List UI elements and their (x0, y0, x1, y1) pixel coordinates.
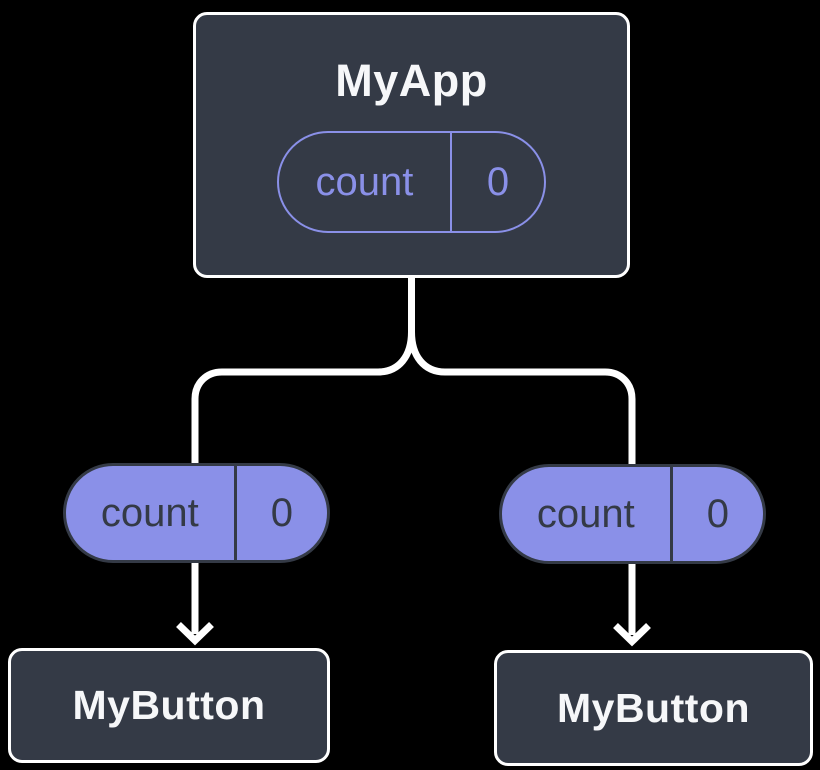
node-myapp: MyApp count 0 (193, 12, 630, 278)
arrow-down-left-icon (176, 621, 214, 646)
prop-pill-left-value: 0 (233, 466, 327, 560)
state-pill-label: count (315, 159, 414, 204)
state-pill-value: 0 (449, 133, 544, 231)
node-mybutton-left-title: MyButton (72, 682, 266, 728)
prop-pill-right-label: count (536, 491, 635, 536)
node-myapp-title: MyApp (335, 55, 488, 106)
prop-pill-right: count 0 (499, 464, 766, 564)
prop-pill-right-value: 0 (669, 467, 763, 561)
connector-root-to-left-pill (191, 275, 415, 464)
node-mybutton-left: MyButton (8, 648, 330, 763)
node-mybutton-right: MyButton (494, 650, 813, 766)
state-pill-myapp: count 0 (277, 131, 546, 233)
prop-pill-left: count 0 (63, 463, 330, 563)
connector-root-to-right-pill (408, 275, 636, 464)
node-mybutton-right-title: MyButton (556, 684, 750, 731)
prop-pill-left-label: count (100, 490, 199, 535)
arrow-down-right-icon (613, 622, 651, 647)
